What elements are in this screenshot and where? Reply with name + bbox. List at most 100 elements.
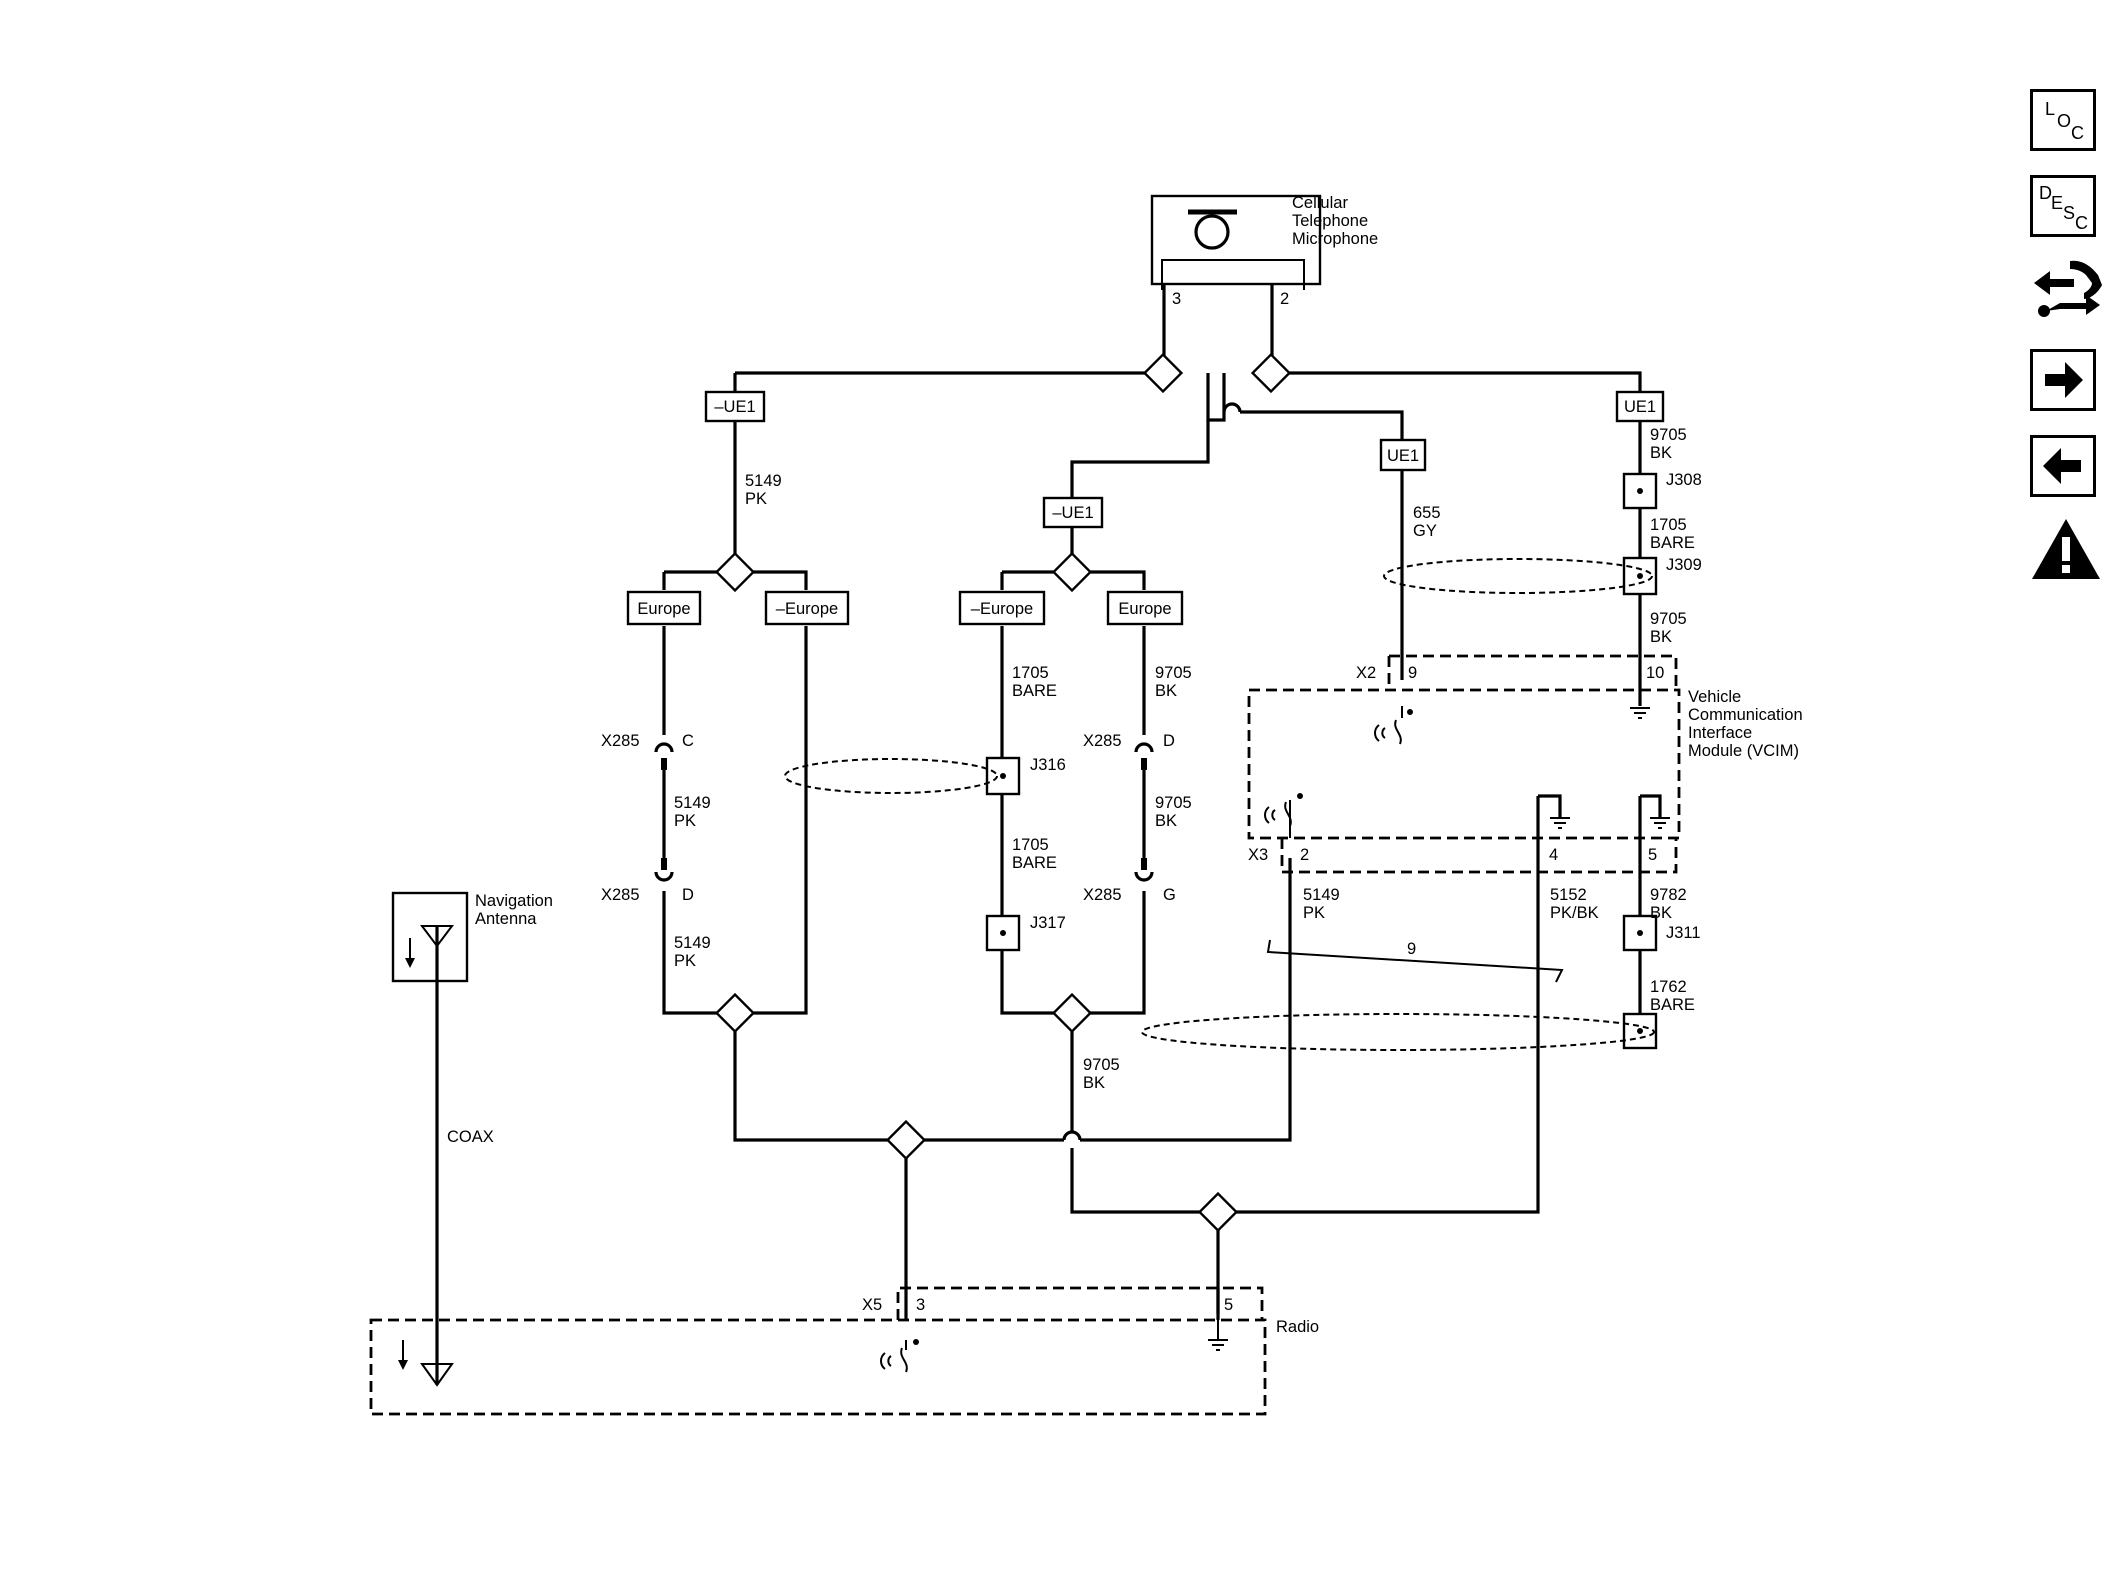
x5-label: X5 — [862, 1296, 882, 1314]
wire-pk-c: PK — [674, 952, 696, 970]
splice-diamonds — [714, 352, 1292, 1233]
wire-bk-e: BK — [1650, 628, 1672, 646]
x285-label-3: X285 — [1083, 732, 1122, 750]
vcim-mic-symbol-top — [1374, 706, 1413, 745]
vcim-mic-symbol-bottom — [1264, 793, 1303, 838]
radio-mic-symbol — [880, 1339, 919, 1373]
wire-9705-a: 9705 — [1155, 664, 1192, 682]
wire-pkbk: PK/BK — [1550, 904, 1599, 922]
microphone-label-2: Telephone — [1292, 212, 1368, 230]
j308-label: J308 — [1666, 471, 1702, 489]
loc-button[interactable]: L O C — [2030, 89, 2096, 151]
warning-icon[interactable] — [2028, 515, 2104, 585]
x3-pin-2: 2 — [1300, 846, 1309, 864]
x5-pin-3: 3 — [916, 1296, 925, 1314]
wire-coax: COAX — [447, 1128, 494, 1146]
vcim-label-4: Module (VCIM) — [1688, 742, 1799, 760]
j311-label: J311 — [1666, 924, 1701, 942]
radio-label: Radio — [1276, 1318, 1319, 1336]
x2-pin-9: 9 — [1408, 664, 1417, 682]
option-boxes: –UE1 –UE1 UE1 UE1 Europe –Europe –Europe… — [626, 390, 1665, 626]
vcim-label-2: Communication — [1688, 706, 1803, 724]
wire-9705-c: 9705 — [1083, 1056, 1120, 1074]
microphone-label-3: Microphone — [1292, 230, 1378, 248]
wire-bare-b: BARE — [1012, 854, 1057, 872]
wire-9782: 9782 — [1650, 886, 1687, 904]
x5-pin-5: 5 — [1224, 1296, 1233, 1314]
connector-icon[interactable] — [2030, 253, 2106, 329]
wire-bk-b: BK — [1155, 812, 1177, 830]
loc-o: O — [2057, 111, 2072, 131]
x3-label: X3 — [1248, 846, 1268, 864]
vcim-module: X2 9 10 X3 2 4 5 Vehicle Communication I… — [1247, 654, 1803, 874]
wire-1705-c: 1705 — [1650, 516, 1687, 534]
desc-s: S — [2063, 203, 2076, 223]
option-ue1-right: UE1 — [1624, 398, 1656, 416]
wire-gy: GY — [1413, 522, 1437, 540]
wire-bare-c: BARE — [1650, 534, 1695, 552]
mic-pin-2: 2 — [1280, 290, 1289, 308]
radio-module: X5 3 5 Radio — [369, 1286, 1319, 1416]
microphone-label-1: Cellular — [1292, 194, 1348, 212]
loc-c: C — [2071, 123, 2084, 143]
wire-9705-d: 9705 — [1650, 426, 1687, 444]
option-not-ue1-left: –UE1 — [714, 398, 755, 416]
vcim-ground-4 — [1550, 817, 1570, 829]
x3-pin-4: 4 — [1549, 846, 1558, 864]
nav-antenna-label-2: Antenna — [475, 910, 537, 928]
wire-bk-a: BK — [1155, 682, 1177, 700]
vcim-ground-5 — [1650, 817, 1670, 829]
navigation-antenna: Navigation Antenna — [391, 891, 553, 983]
desc-e: E — [2051, 193, 2064, 213]
shields — [784, 558, 1655, 1051]
wire-5149-b: 5149 — [674, 794, 711, 812]
loc-l: L — [2045, 99, 2056, 119]
wire-1705-a: 1705 — [1012, 664, 1049, 682]
splice-packs: J316 J317 J308 J309 J311 — [985, 471, 1702, 1050]
x285-label-4: X285 — [1083, 886, 1122, 904]
wires — [435, 284, 1662, 1385]
option-not-ue1-center: –UE1 — [1052, 504, 1093, 522]
j317-label: J317 — [1030, 914, 1066, 932]
option-not-europe-center: –Europe — [971, 600, 1033, 618]
wire-bk-d: BK — [1650, 444, 1672, 462]
radio-antenna-input — [398, 1340, 454, 1387]
x285-pin-c: C — [682, 732, 694, 750]
wire-pk-a: PK — [745, 490, 767, 508]
desc-button[interactable]: D E S C — [2030, 175, 2096, 237]
microphone-component: Cellular Telephone Microphone 3 2 — [1150, 194, 1378, 308]
x285-label-1: X285 — [601, 732, 640, 750]
desc-d: D — [2039, 183, 2052, 203]
back-arrow-icon[interactable] — [2030, 435, 2096, 497]
vcim-label-3: Interface — [1688, 724, 1752, 742]
x285-pin-d-left: D — [682, 886, 694, 904]
x2-pin-10: 10 — [1646, 664, 1664, 682]
j316-label: J316 — [1030, 756, 1066, 774]
desc-c: C — [2075, 213, 2088, 233]
mic-pin-3: 3 — [1172, 290, 1181, 308]
wire-655: 655 — [1413, 504, 1441, 522]
wire-bk-c: BK — [1083, 1074, 1105, 1092]
vcim-label-1: Vehicle — [1688, 688, 1741, 706]
wire-5152: 5152 — [1550, 886, 1587, 904]
wire-pk-d: PK — [1303, 904, 1325, 922]
wire-pk-b: PK — [674, 812, 696, 830]
option-europe-center: Europe — [1118, 600, 1171, 618]
nav-antenna-label-1: Navigation — [475, 892, 553, 910]
wire-bk-f: BK — [1650, 904, 1672, 922]
x2-label: X2 — [1356, 664, 1376, 682]
radio-ground — [1208, 1320, 1228, 1351]
x285-connectors: X285 C X285 D X285 D X285 G — [601, 732, 1176, 904]
option-not-europe-left: –Europe — [776, 600, 838, 618]
wire-bare-d: BARE — [1650, 996, 1695, 1014]
twist-count: 9 — [1407, 940, 1416, 958]
wire-5149-c: 5149 — [674, 934, 711, 952]
wire-5149-d: 5149 — [1303, 886, 1340, 904]
wire-1705-b: 1705 — [1012, 836, 1049, 854]
x285-label-2: X285 — [601, 886, 640, 904]
next-arrow-icon[interactable] — [2030, 349, 2096, 411]
x285-pin-g: G — [1163, 886, 1176, 904]
wire-1762: 1762 — [1650, 978, 1687, 996]
x285-pin-d-center: D — [1163, 732, 1175, 750]
x3-pin-5: 5 — [1648, 846, 1657, 864]
